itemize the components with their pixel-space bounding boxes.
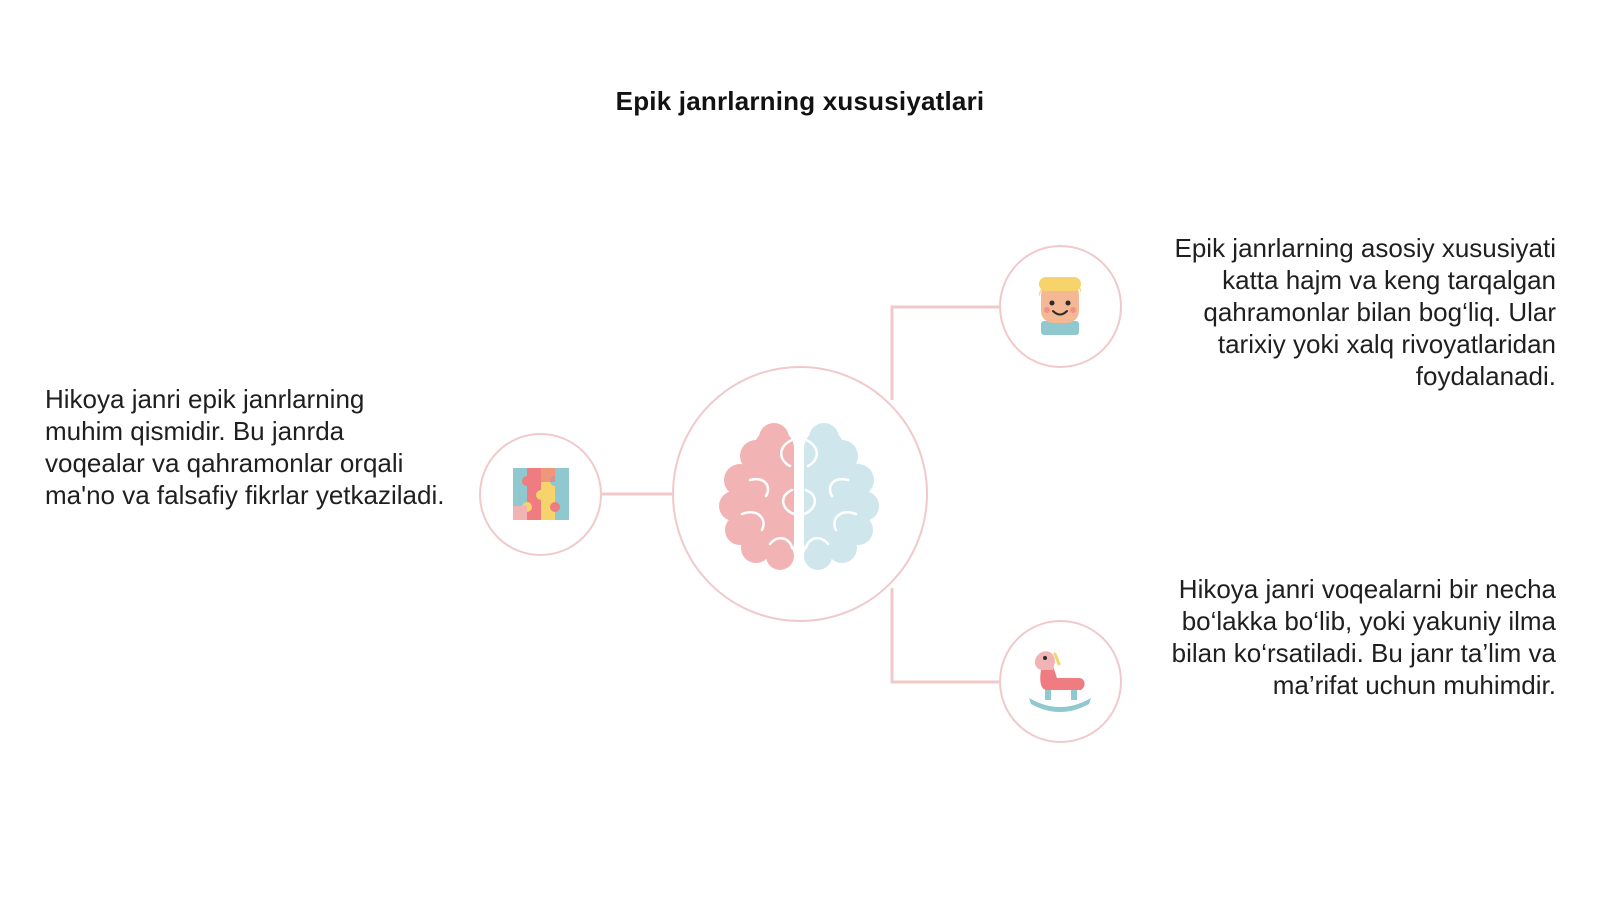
puzzle-icon bbox=[513, 468, 569, 520]
rocking-horse-icon bbox=[1029, 651, 1091, 712]
page-title: Epik janrlarning xususiyatlari bbox=[615, 86, 985, 116]
left-description: Hikoya janri epik janrlarning muhim qism… bbox=[45, 384, 445, 510]
child-face-icon bbox=[1038, 277, 1082, 335]
top-right-node bbox=[999, 245, 1122, 368]
center-node bbox=[672, 366, 928, 622]
left-node bbox=[479, 433, 602, 556]
connector-center-bottom-right bbox=[890, 588, 999, 684]
bottom-right-description: Hikoya janri voqealarni bir necha bo‘lak… bbox=[1171, 574, 1556, 700]
bottom-right-node bbox=[999, 620, 1122, 743]
brain-icon bbox=[719, 423, 879, 570]
top-right-description: Epik janrlarning asosiy xususiyati katta… bbox=[1174, 233, 1556, 391]
connector-center-top-right bbox=[890, 305, 999, 400]
